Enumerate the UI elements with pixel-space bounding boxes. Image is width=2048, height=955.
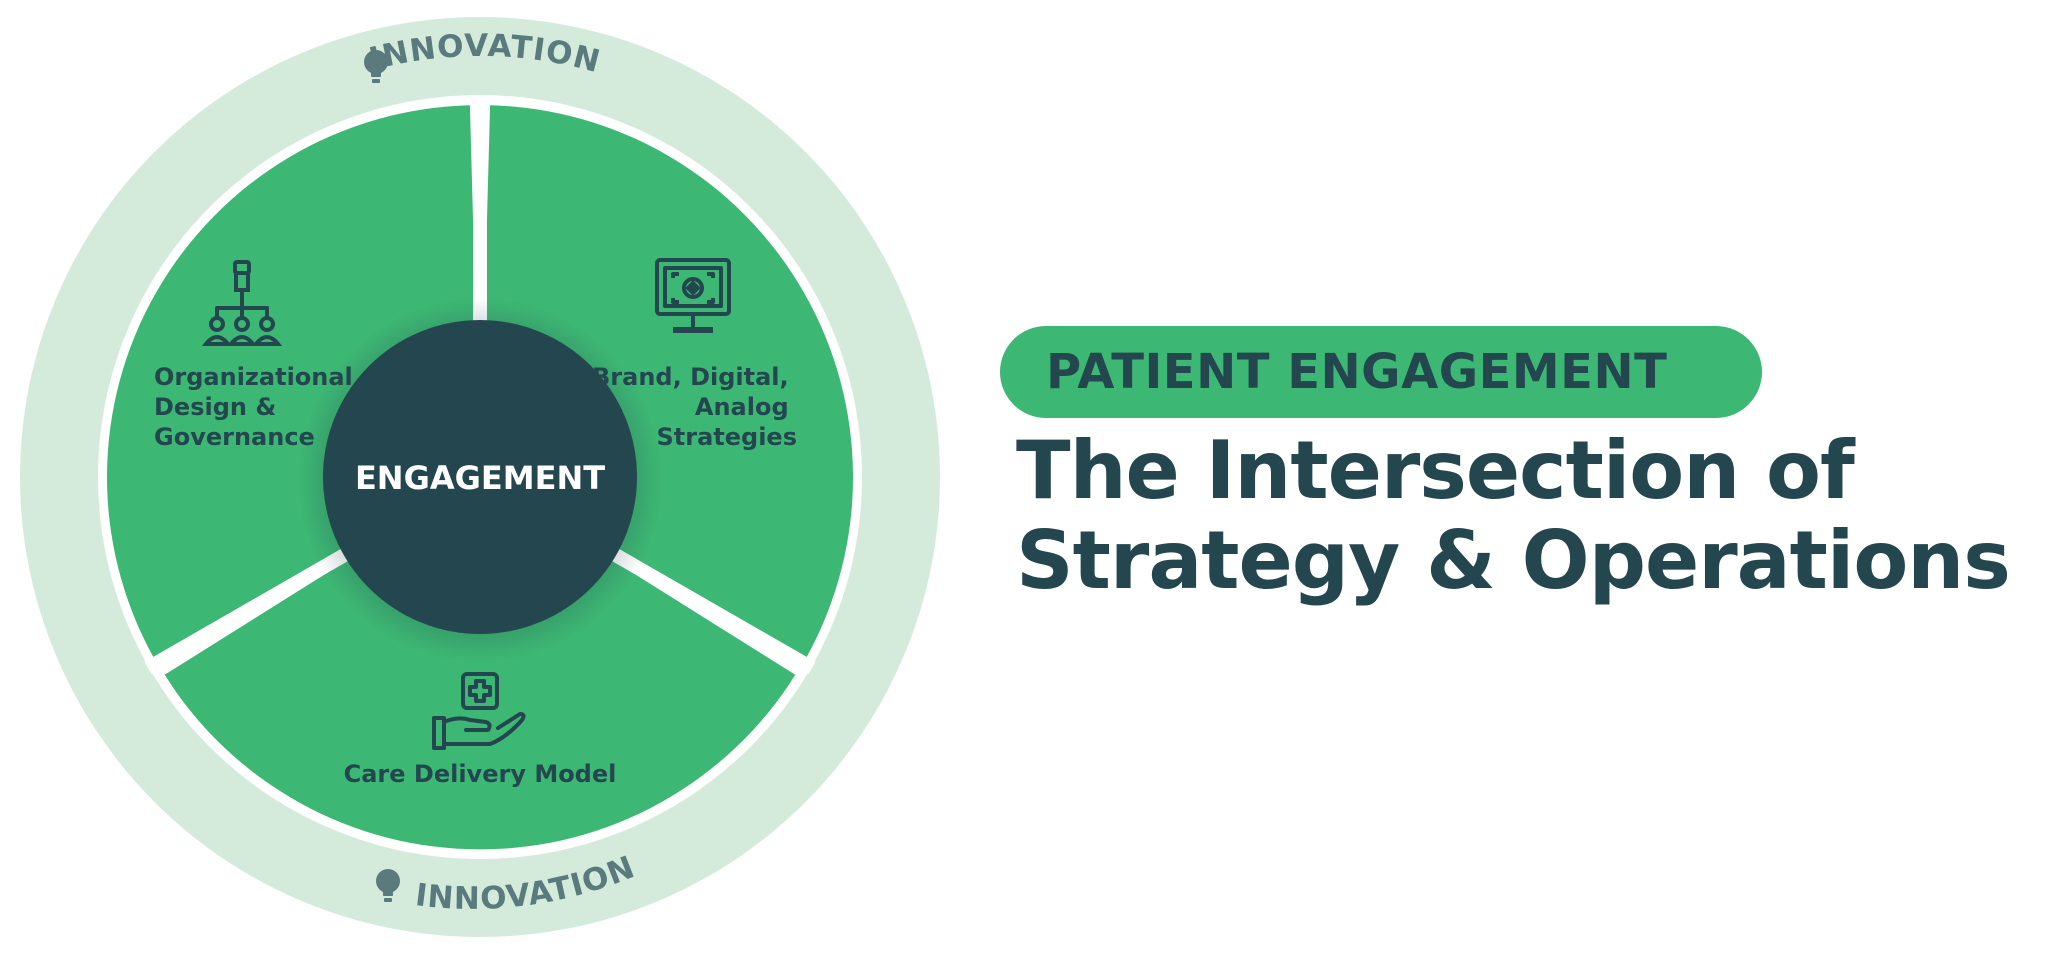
- center-circle: [323, 320, 637, 634]
- segment-care-delivery: [164, 477, 796, 850]
- page-title: The Intersection of Strategy & Operation…: [1016, 426, 2042, 606]
- patient-engagement-badge: PATIENT ENGAGEMENT: [1000, 326, 1762, 418]
- segment-label-organizational: Organizational Design & Governance: [154, 363, 361, 451]
- lightbulb-icon: [364, 50, 388, 83]
- segment-label-care-delivery: Care Delivery Model: [344, 760, 617, 788]
- lightbulb-icon: [376, 869, 400, 902]
- hand-medical-icon: [432, 672, 526, 750]
- engagement-diagram: ENGAGEMENT INNOVATION INNOVATION: [20, 17, 940, 937]
- badge-label: PATIENT ENGAGEMENT: [1046, 344, 1668, 400]
- title-line-2: Strategy & Operations: [1016, 514, 2011, 607]
- center-label: ENGAGEMENT: [355, 459, 605, 497]
- title-line-1: The Intersection of: [1016, 424, 1855, 517]
- monitor-target-icon: [655, 258, 731, 333]
- org-chart-icon: [201, 260, 283, 346]
- segment-label-brand-digital: Brand, Digital, Analog Strategies: [592, 363, 797, 451]
